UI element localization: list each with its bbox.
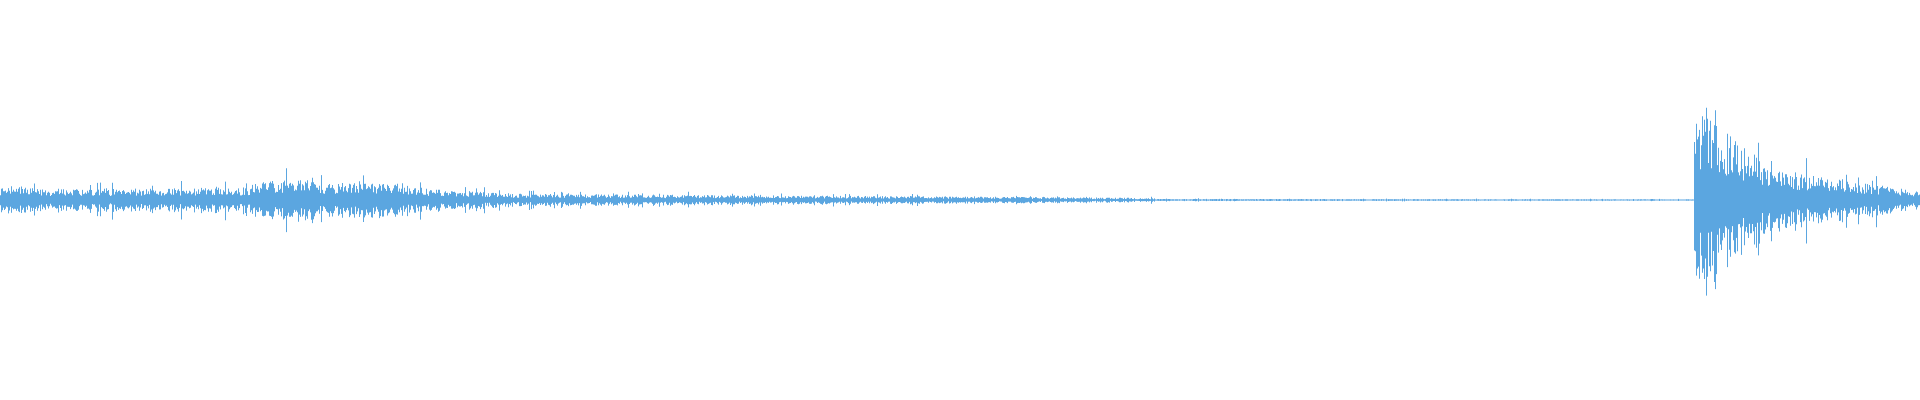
waveform-peaks [0,107,1920,296]
waveform-peak-path [0,107,1920,296]
